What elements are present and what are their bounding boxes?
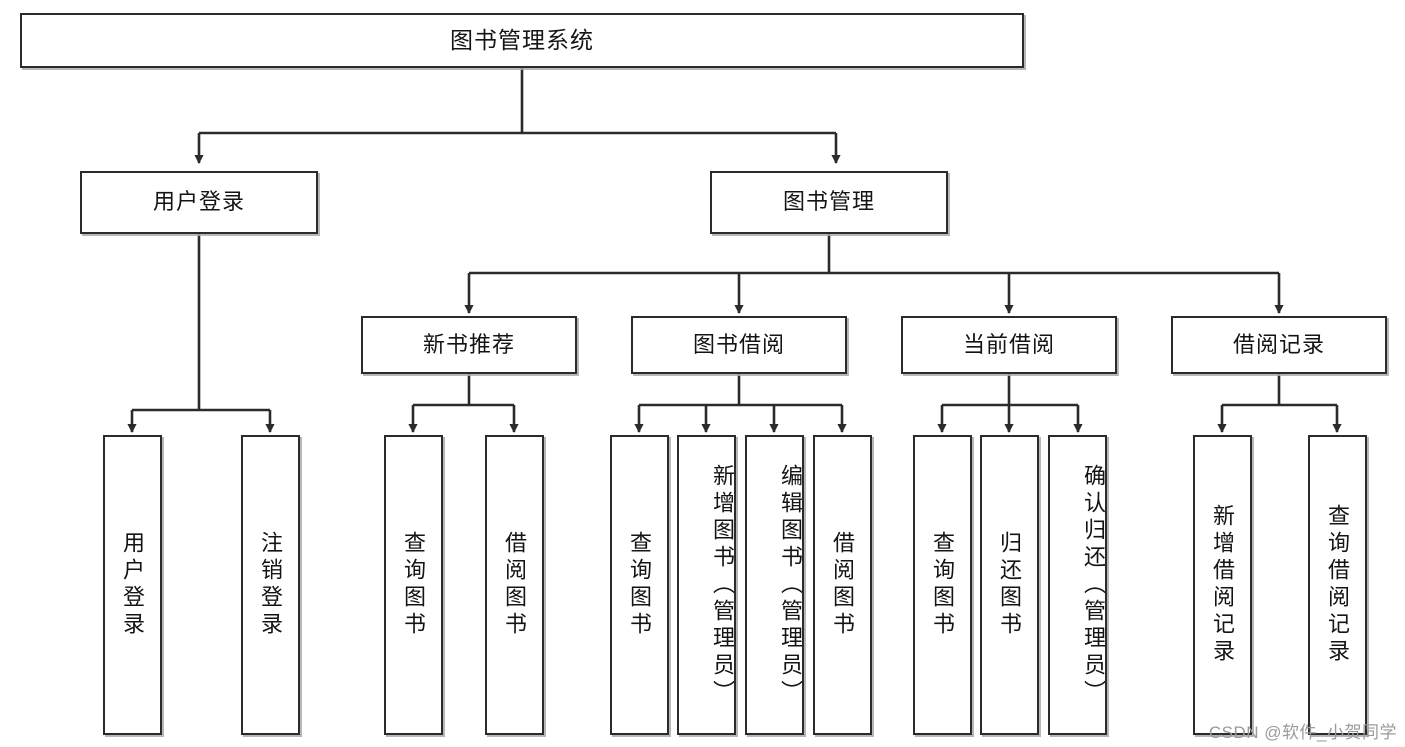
leaf-query-book-recommend[interactable]: 查询图书 [384, 435, 443, 735]
node-borrow-record[interactable]: 借阅记录 [1171, 316, 1387, 374]
leaf-add-book-admin[interactable]: 新增图书（管理员） [677, 435, 736, 735]
node-root-system[interactable]: 图书管理系统 [20, 13, 1024, 68]
node-label: 注销登录 [258, 531, 284, 639]
leaf-borrow-book[interactable]: 借阅图书 [813, 435, 872, 735]
node-label: 借阅图书 [502, 531, 528, 639]
node-new-book-recommend[interactable]: 新书推荐 [361, 316, 577, 374]
node-label: 查询借阅记录 [1325, 504, 1351, 666]
leaf-return-book[interactable]: 归还图书 [980, 435, 1039, 735]
leaf-user-login[interactable]: 用户登录 [103, 435, 162, 735]
leaf-edit-book-admin[interactable]: 编辑图书（管理员） [745, 435, 804, 735]
node-current-borrow[interactable]: 当前借阅 [901, 316, 1117, 374]
node-label: 借阅图书 [830, 531, 856, 639]
node-user-login[interactable]: 用户登录 [80, 171, 318, 234]
leaf-query-book-current[interactable]: 查询图书 [913, 435, 972, 735]
leaf-confirm-return-admin[interactable]: 确认归还（管理员） [1048, 435, 1107, 735]
node-label: 用户登录 [152, 189, 245, 215]
node-label: 编辑图书（管理员） [778, 463, 803, 707]
leaf-add-borrow-record[interactable]: 新增借阅记录 [1193, 435, 1252, 735]
node-label: 借阅记录 [1232, 331, 1325, 357]
node-label: 当前借阅 [962, 331, 1055, 357]
node-label: 查询图书 [627, 531, 653, 639]
node-label: 图书借阅 [692, 331, 785, 357]
leaf-query-book-borrow[interactable]: 查询图书 [610, 435, 669, 735]
leaf-borrow-book-recommend[interactable]: 借阅图书 [485, 435, 544, 735]
node-label: 确认归还（管理员） [1081, 463, 1106, 707]
node-label: 查询图书 [401, 531, 427, 639]
node-label: 图书管理 [782, 189, 875, 215]
node-label: 新增图书（管理员） [710, 463, 735, 707]
node-label: 新书推荐 [422, 331, 515, 357]
watermark-text: CSDN @软件_小贺同学 [1208, 723, 1397, 742]
node-label: 用户登录 [120, 531, 146, 639]
node-book-management[interactable]: 图书管理 [710, 171, 948, 234]
node-label: 查询图书 [930, 531, 956, 639]
node-book-borrow[interactable]: 图书借阅 [631, 316, 847, 374]
leaf-query-borrow-record[interactable]: 查询借阅记录 [1308, 435, 1367, 735]
node-label: 图书管理系统 [450, 26, 594, 53]
leaf-logout-login[interactable]: 注销登录 [241, 435, 300, 735]
node-label: 归还图书 [997, 531, 1023, 639]
node-label: 新增借阅记录 [1210, 504, 1236, 666]
